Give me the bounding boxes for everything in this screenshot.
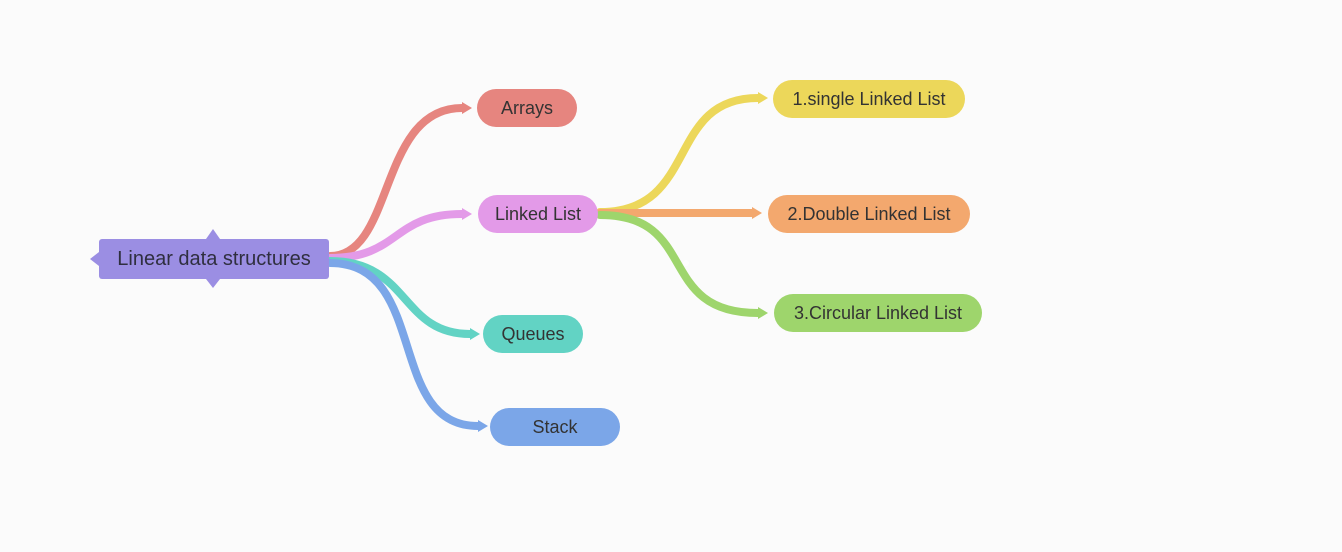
root-resize-handle-top[interactable] (206, 229, 220, 239)
connector-root-queues-tip (470, 328, 480, 340)
connector-linked-circular-dot (683, 260, 689, 266)
connector-root-arrays-tip (462, 102, 472, 114)
connector-linked-single-tip (758, 92, 768, 104)
topic-arrays[interactable]: Arrays (477, 89, 577, 127)
connector-root-linked (326, 210, 466, 262)
topic-queues[interactable]: Queues (483, 315, 583, 353)
subtopic-single-linked-list[interactable]: 1.single Linked List (773, 80, 965, 118)
subtopic-double-linked-list[interactable]: 2.Double Linked List (768, 195, 970, 233)
connector-linked-single (596, 94, 762, 216)
root-topic-label: Linear data structures (117, 247, 311, 270)
subtopic-circular-linked-list[interactable]: 3.Circular Linked List (774, 294, 982, 332)
topic-linked-list-label: Linked List (494, 203, 582, 224)
root-topic[interactable]: Linear data structures (99, 239, 329, 279)
connector-root-stack (326, 259, 482, 430)
connector-root-stack-tip (478, 420, 488, 432)
topic-linked-list[interactable]: Linked List (478, 195, 598, 233)
connector-linked-double-tip (752, 207, 762, 219)
topic-queues-label: Queues (501, 323, 565, 344)
connector-root-arrays (326, 104, 466, 260)
topic-stack-label: Stack (532, 416, 578, 437)
subtopic-circular-linked-list-label: 3.Circular Linked List (793, 302, 963, 323)
topic-stack[interactable]: Stack (490, 408, 620, 446)
connector-linked-circular (596, 211, 762, 317)
subtopic-double-linked-list-label: 2.Double Linked List (787, 203, 951, 224)
connector-root-linked-tip (462, 208, 472, 220)
topic-arrays-label: Arrays (500, 97, 553, 118)
root-resize-handle-left[interactable] (90, 252, 99, 266)
connector-linked-circular-tip (758, 307, 768, 319)
root-resize-handle-bottom[interactable] (206, 279, 220, 288)
subtopic-single-linked-list-label: 1.single Linked List (792, 88, 946, 109)
